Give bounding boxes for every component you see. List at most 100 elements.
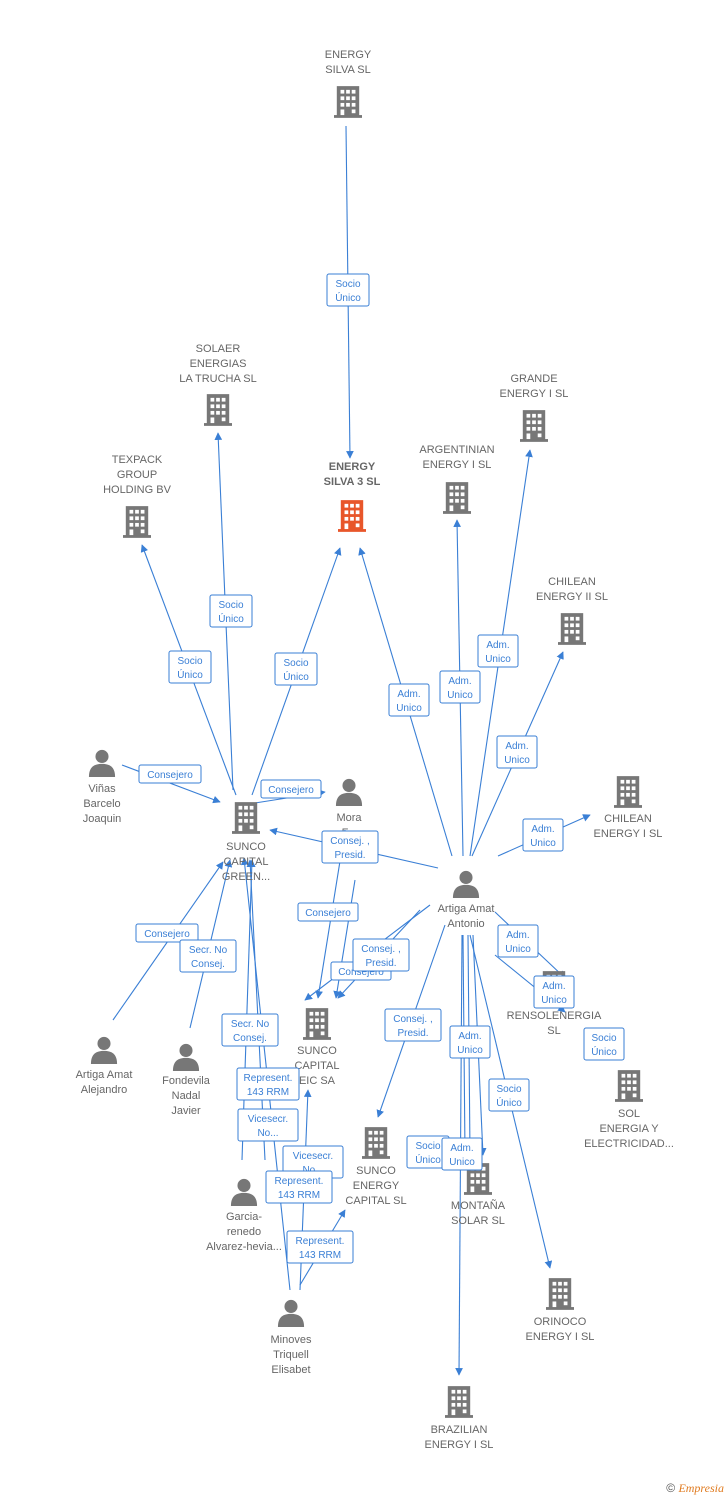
node-label-line[interactable]: Garcia- — [226, 1211, 262, 1223]
badge-box[interactable] — [168, 650, 212, 684]
relation-badge-4[interactable]: Consejero — [138, 764, 202, 784]
node-label-line[interactable]: Fondevila — [162, 1075, 211, 1087]
relation-badge-21[interactable]: Adm.Unico — [449, 1025, 491, 1059]
badge-box[interactable] — [209, 594, 253, 628]
node-label-line[interactable]: Joaquin — [83, 813, 122, 825]
node-label-line[interactable]: ENERGY — [353, 1180, 400, 1192]
building-icon[interactable] — [546, 1278, 574, 1310]
relation-badge-9[interactable]: Adm.Unico — [496, 735, 538, 769]
badge-box[interactable] — [236, 1067, 300, 1101]
node-label-line[interactable]: ENERGY I SL — [500, 388, 569, 400]
badge-box[interactable] — [286, 1230, 354, 1264]
node-label-line[interactable]: Artiga Amat — [438, 903, 495, 915]
badge-box[interactable] — [388, 683, 430, 717]
relation-badge-5[interactable]: Consejero — [260, 779, 322, 799]
building-icon[interactable] — [338, 500, 366, 532]
node-label-line[interactable]: SILVA 3 SL — [324, 476, 381, 488]
badge-box[interactable] — [237, 1108, 299, 1142]
person-icon[interactable] — [277, 1299, 305, 1327]
person-icon[interactable] — [172, 1043, 200, 1071]
node-label-line[interactable]: SUNCO — [297, 1045, 337, 1057]
relation-badge-11[interactable]: Consej. ,Presid. — [321, 830, 379, 864]
building-icon[interactable] — [303, 1008, 331, 1040]
node-label-line[interactable]: renedo — [227, 1226, 261, 1238]
node-label-line[interactable]: GROUP — [117, 469, 157, 481]
node-label-line[interactable]: ENERGIA Y — [599, 1123, 659, 1135]
building-icon[interactable] — [558, 613, 586, 645]
brand-logo[interactable]: Empresia — [678, 1481, 724, 1495]
node-label-line[interactable]: SUNCO — [356, 1165, 396, 1177]
company-node-n1[interactable]: ENERGY SILVA 3 SL — [324, 461, 381, 532]
badge-box[interactable] — [497, 924, 539, 958]
node-label-line[interactable]: Minoves — [271, 1334, 312, 1346]
company-node-n17[interactable]: SUNCO ENERGY CAPITAL SL — [345, 1127, 407, 1207]
node-label-line[interactable]: ENERGY — [329, 461, 376, 473]
company-node-n16[interactable]: SOLENERGIA YELECTRICIDAD... — [584, 1070, 674, 1150]
badge-box[interactable] — [533, 975, 575, 1009]
node-label-line[interactable]: Barcelo — [83, 798, 120, 810]
node-label-line[interactable]: Mora — [336, 812, 362, 824]
relation-badge-15[interactable]: Consejero — [135, 923, 199, 943]
company-node-n18[interactable]: MONTAÑA SOLAR SL — [451, 1163, 506, 1227]
node-label-line[interactable]: SOLAR SL — [451, 1215, 505, 1227]
badge-box[interactable] — [221, 1013, 279, 1047]
node-label-line[interactable]: SUNCO — [226, 841, 266, 853]
node-label-line[interactable]: Triquell — [273, 1349, 309, 1361]
badge-box[interactable] — [179, 939, 237, 973]
node-label-line[interactable]: EIC SA — [299, 1075, 336, 1087]
node-label-line[interactable]: ENERGY I SL — [526, 1331, 595, 1343]
node-label-line[interactable]: ELECTRICIDAD... — [584, 1138, 674, 1150]
node-label-line[interactable]: SOLAER — [196, 343, 241, 355]
node-label-line[interactable]: SILVA SL — [325, 64, 370, 76]
building-icon[interactable] — [204, 394, 232, 426]
badge-box[interactable] — [522, 818, 564, 852]
relation-badge-30[interactable]: Represent.143 RRM — [286, 1230, 354, 1264]
building-icon[interactable] — [334, 86, 362, 118]
person-icon[interactable] — [335, 778, 363, 806]
company-node-n0[interactable]: ENERGY SILVA SL — [325, 49, 372, 118]
person-node-n10[interactable]: MoraF... — [335, 778, 363, 839]
node-label-line[interactable]: CAPITAL — [294, 1060, 339, 1072]
node-label-line[interactable]: SL — [547, 1025, 560, 1037]
person-icon[interactable] — [90, 1036, 118, 1064]
node-label-line[interactable]: CAPITAL SL — [345, 1195, 406, 1207]
person-node-n19[interactable]: Garcia-renedoAlvarez-hevia... — [206, 1178, 282, 1253]
node-label-line[interactable]: ENERGY I SL — [423, 459, 492, 471]
building-icon[interactable] — [232, 802, 260, 834]
node-label-line[interactable]: GREEN... — [222, 871, 270, 883]
building-icon[interactable] — [614, 776, 642, 808]
building-icon[interactable] — [615, 1070, 643, 1102]
node-label-line[interactable]: BRAZILIAN — [431, 1424, 488, 1436]
node-label-line[interactable]: MONTAÑA — [451, 1199, 506, 1212]
node-label-line[interactable]: CAPITAL — [223, 856, 268, 868]
building-icon[interactable] — [443, 482, 471, 514]
relation-badge-23[interactable]: Represent.143 RRM — [236, 1067, 300, 1101]
badge-box[interactable] — [449, 1025, 491, 1059]
badge-box[interactable] — [488, 1078, 530, 1112]
relation-badge-8[interactable]: Adm.Unico — [477, 634, 519, 668]
node-label-line[interactable]: ENERGY — [325, 49, 372, 61]
node-label-line[interactable]: ENERGY II SL — [536, 591, 608, 603]
badge-box[interactable] — [326, 273, 370, 307]
relation-badge-17[interactable]: Adm.Unico — [497, 924, 539, 958]
relation-badge-14[interactable]: Consej. ,Presid. — [352, 938, 410, 972]
badge-box[interactable] — [352, 938, 410, 972]
node-label-line[interactable]: ENERGIAS — [190, 358, 247, 370]
